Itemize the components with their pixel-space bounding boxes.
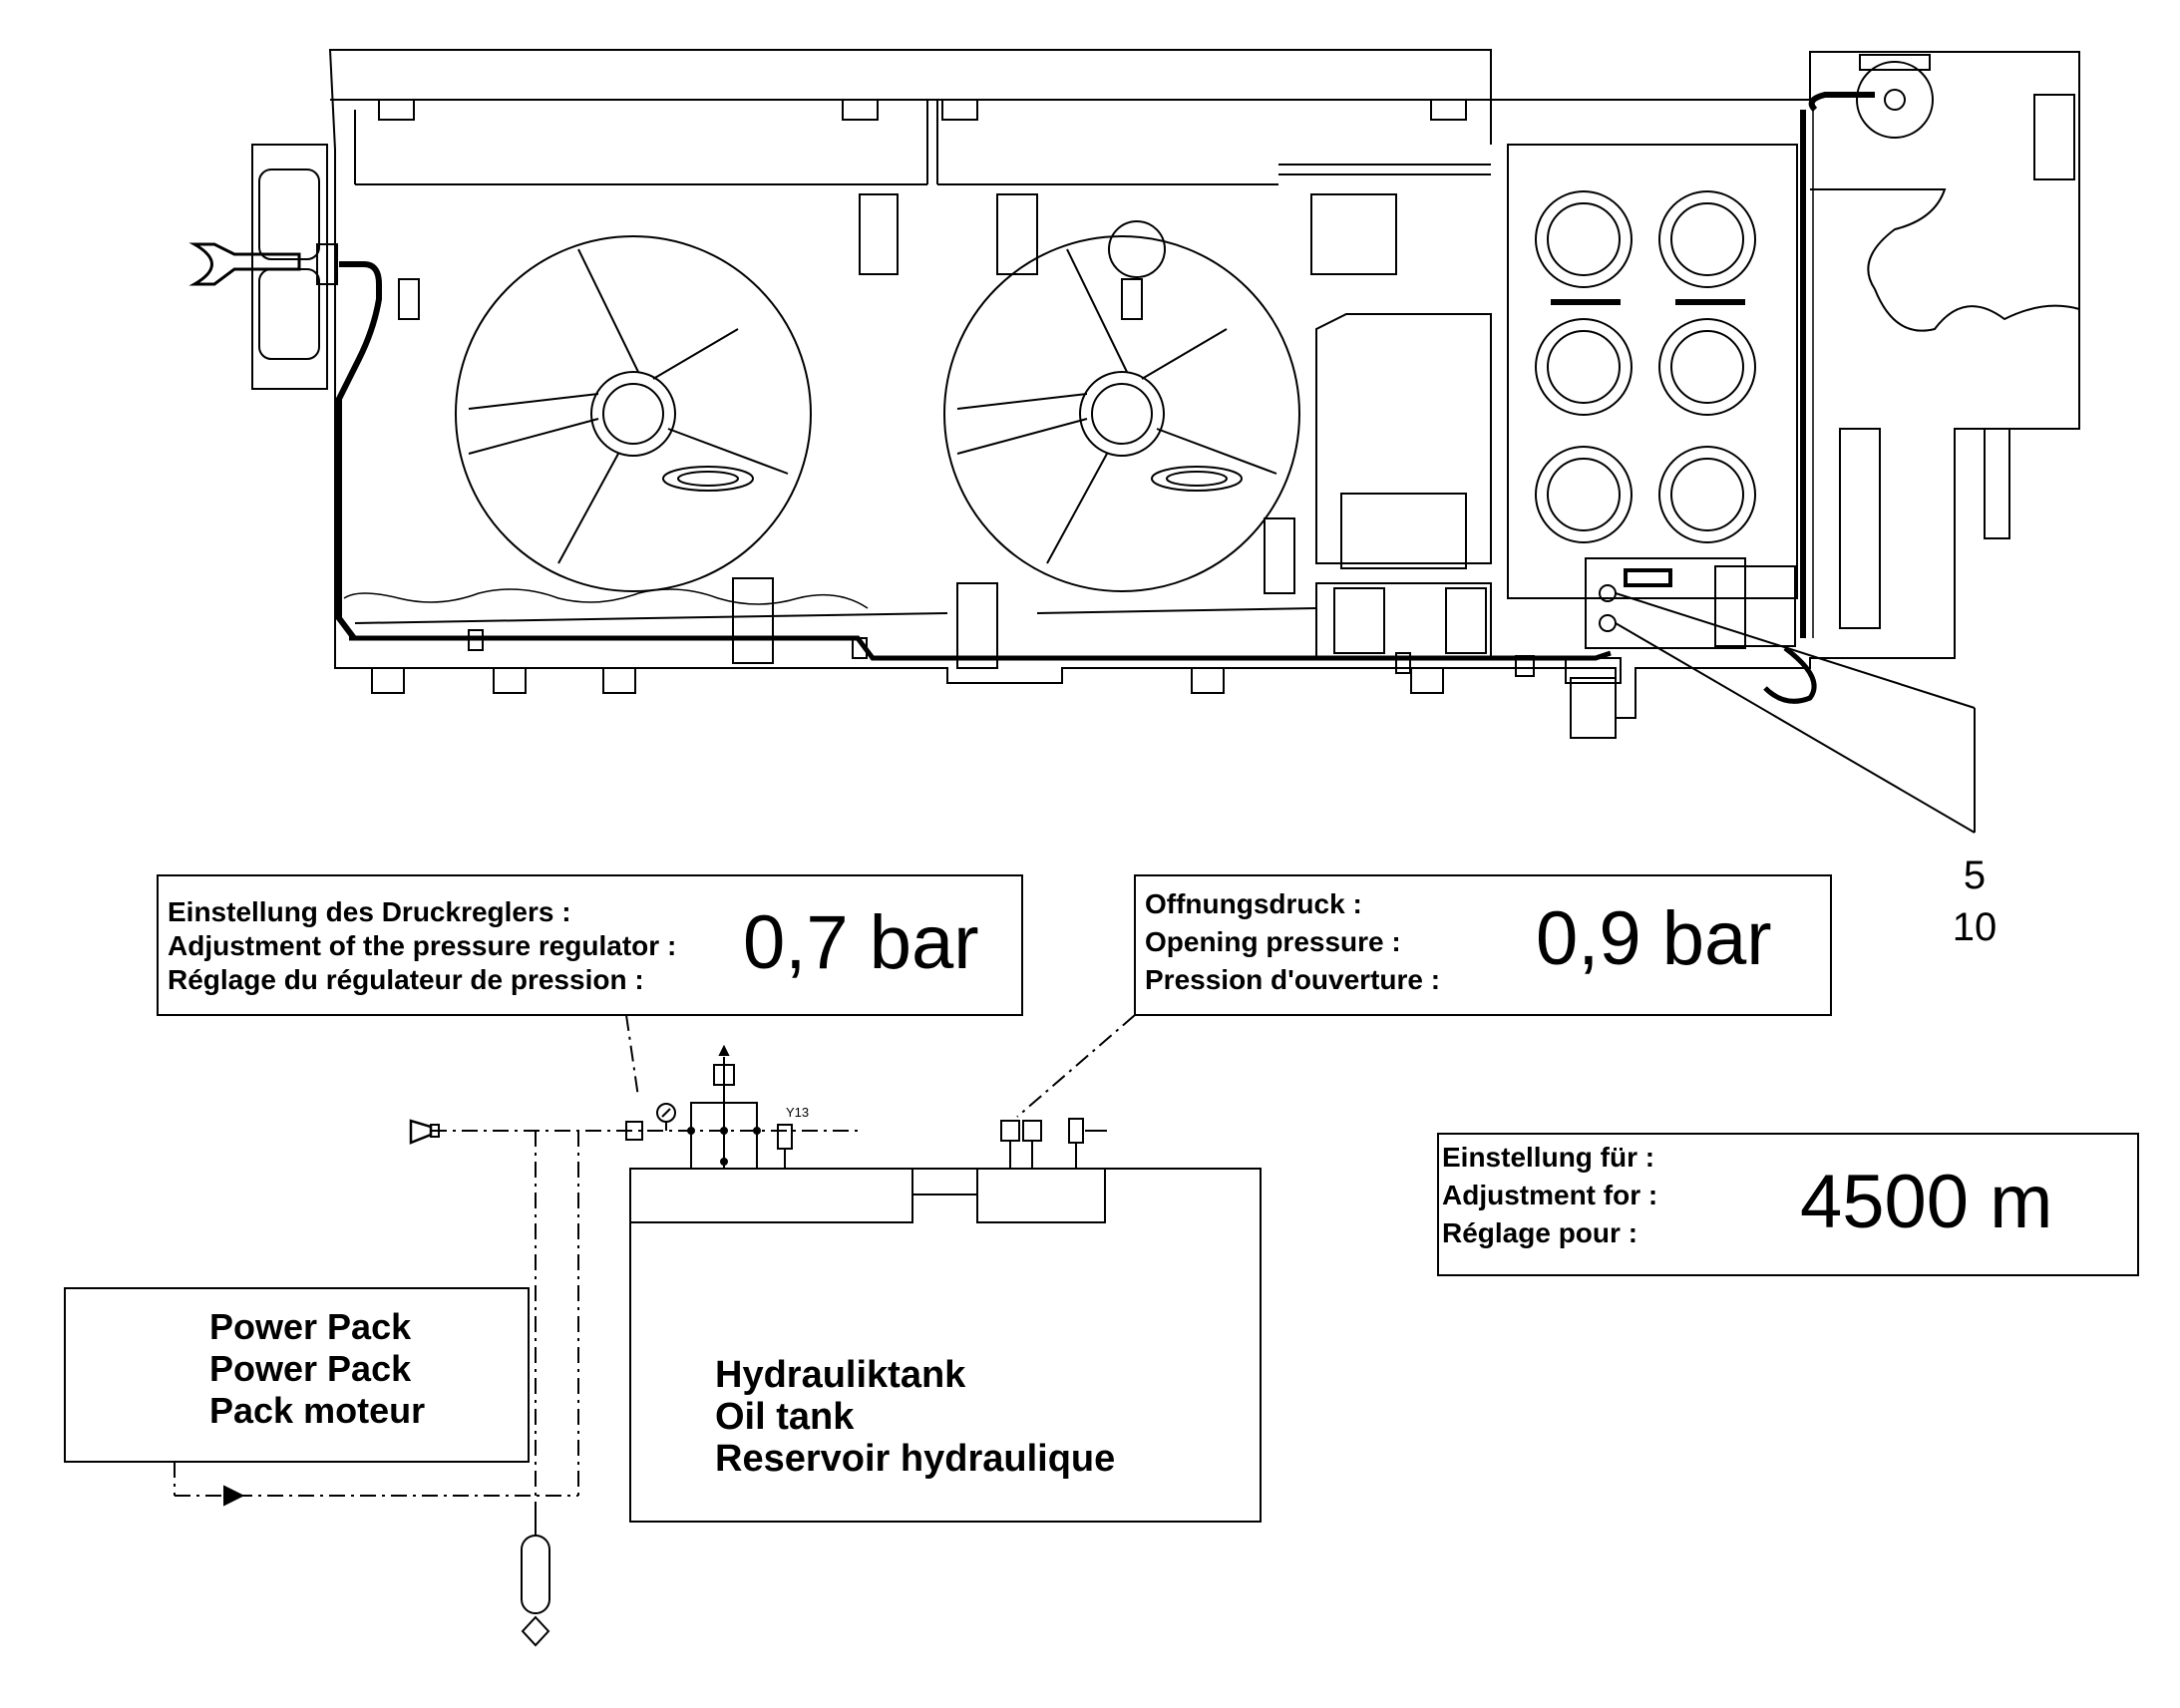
opening-label-de: Offnungsdruck : [1145, 888, 1362, 919]
regulator-box-frame [157, 874, 1023, 1016]
opening-value: 0,9 bar [1536, 896, 1772, 981]
setting-value: 4500 m [1800, 1160, 2053, 1244]
oil-tank-label-en: Oil tank [715, 1396, 855, 1438]
regulator-value: 0,7 bar [743, 900, 979, 985]
opening-box-frame [1134, 874, 1832, 1016]
fan-left [455, 235, 812, 664]
callout-5: 5 [1963, 854, 1987, 897]
power-pack-label-de: Power Pack [209, 1306, 412, 1347]
setting-box-frame [1437, 1133, 2139, 1276]
callout-10: 10 [1952, 905, 1998, 949]
valve-tag-y13: Y13 [786, 1105, 810, 1120]
machine-drawing [188, 49, 2080, 834]
power-pack-label-fr: Pack moteur [209, 1390, 426, 1431]
fan-right [943, 220, 1300, 669]
setting-label-fr: Réglage pour : [1442, 1217, 1638, 1248]
oil-tank-label-fr: Reservoir hydraulique [715, 1438, 1116, 1480]
regulator-label-en: Adjustment of the pressure regulator : [168, 930, 677, 961]
regulator-label-de: Einstellung des Druckreglers : [168, 896, 571, 927]
setting-label-de: Einstellung für : [1442, 1142, 1655, 1173]
setting-label-en: Adjustment for : [1442, 1180, 1658, 1210]
port-grid [1535, 190, 1756, 543]
power-pack-frame [64, 1287, 530, 1463]
hydraulic-schematic [64, 874, 2139, 1647]
opening-label-en: Opening pressure : [1145, 926, 1401, 957]
power-pack-label-en: Power Pack [209, 1348, 412, 1389]
oil-tank-frame [629, 1168, 1262, 1523]
regulator-label-fr: Réglage du régulateur de pression : [168, 964, 644, 995]
oil-tank-label-de: Hydrauliktank [715, 1354, 966, 1396]
opening-label-fr: Pression d'ouverture : [1145, 964, 1441, 995]
